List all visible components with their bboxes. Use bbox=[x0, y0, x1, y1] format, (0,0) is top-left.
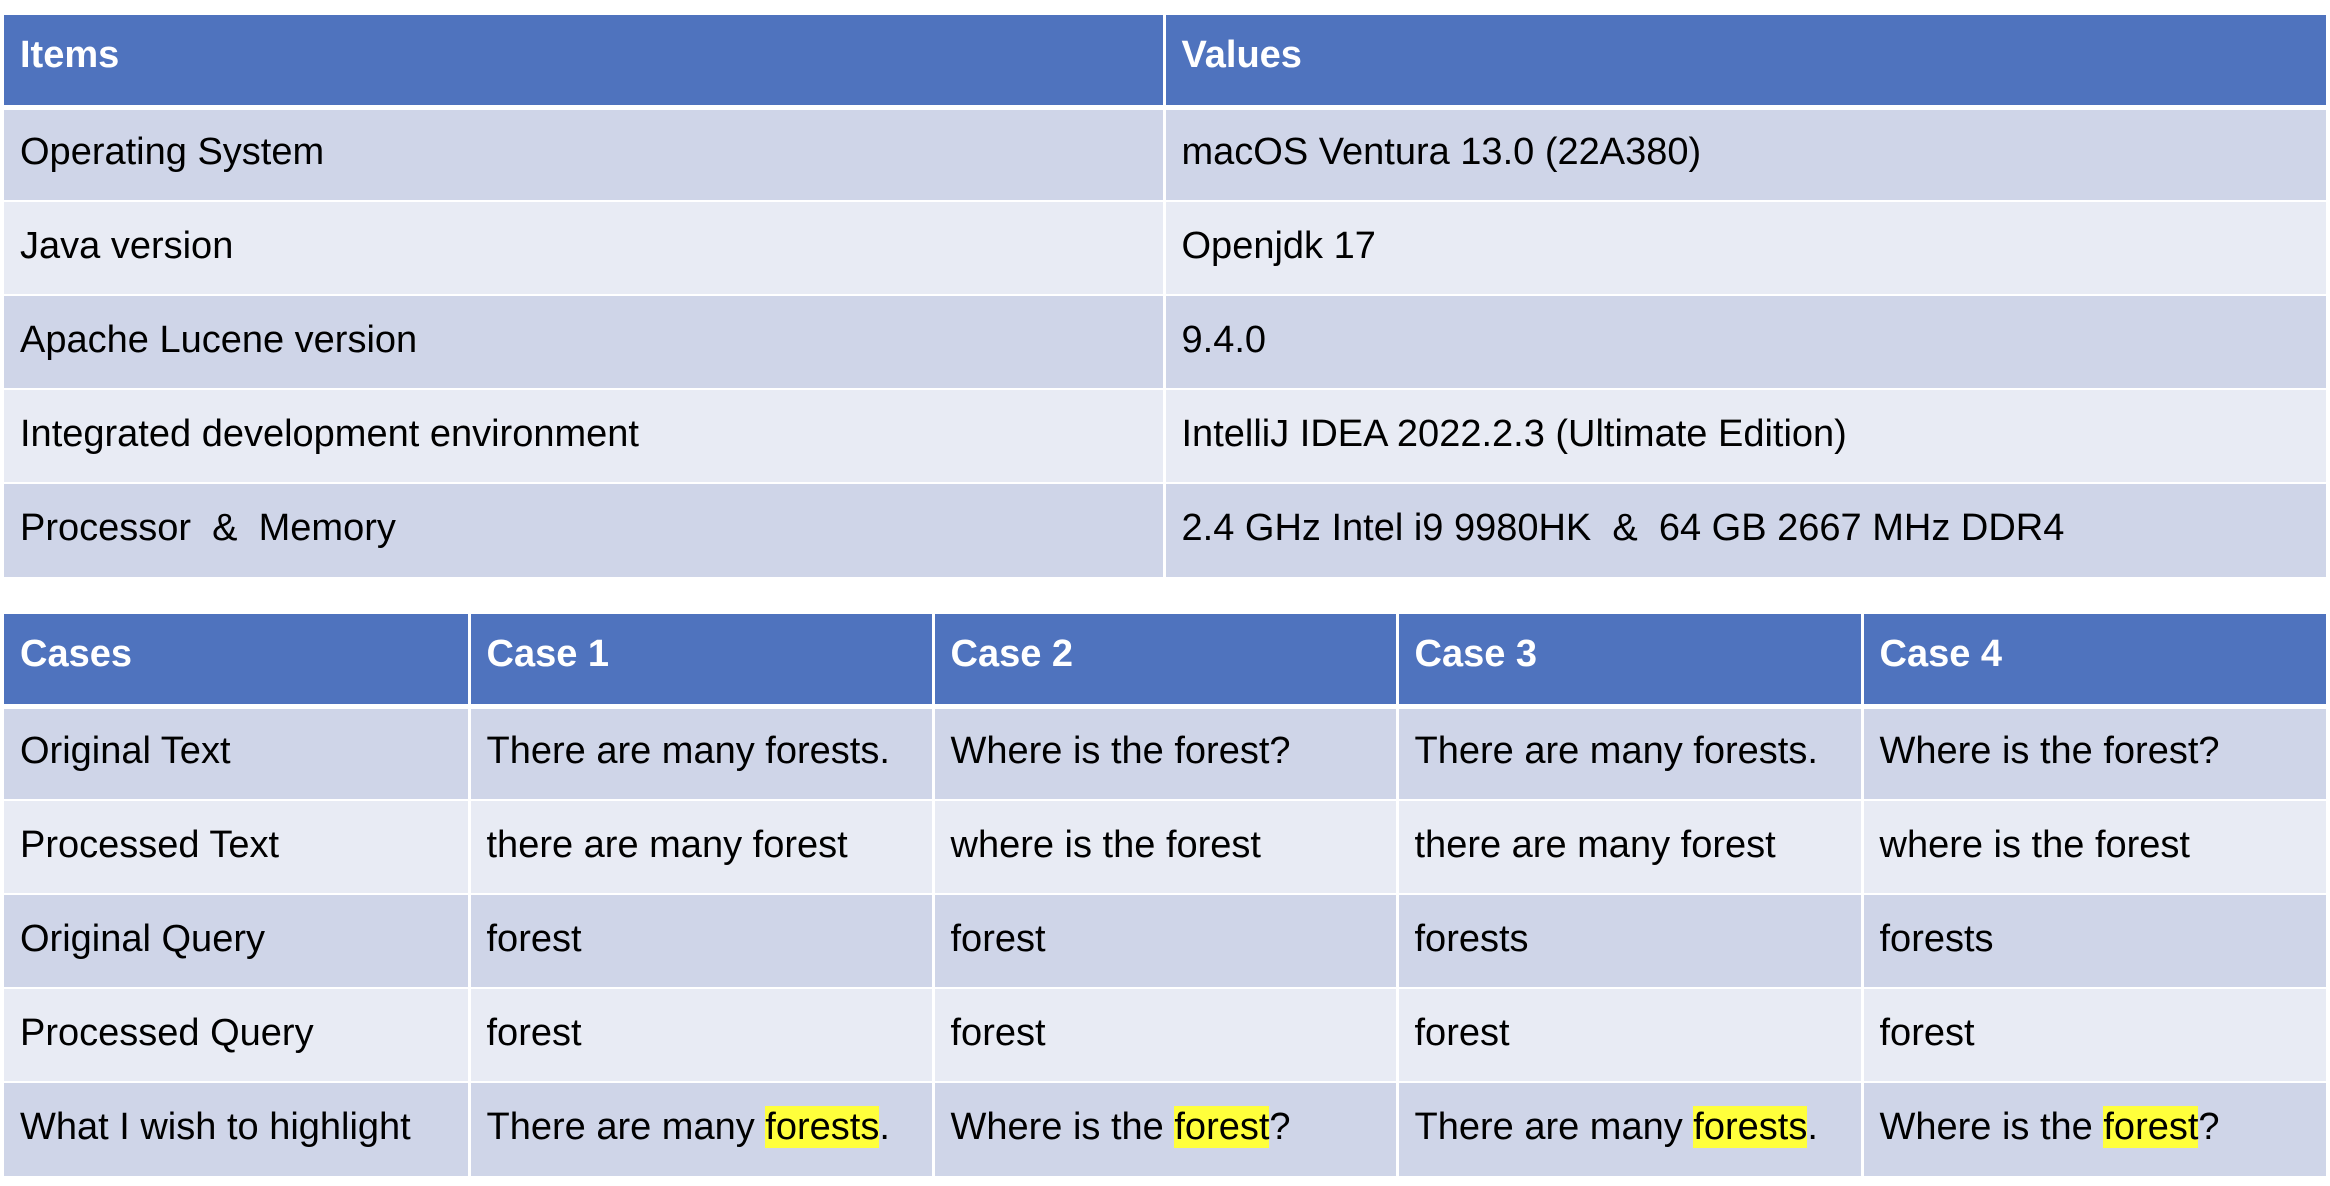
environment-table: Items Values Operating System macOS Vent… bbox=[4, 15, 2326, 577]
highlighted-word: forests bbox=[765, 1106, 880, 1148]
row-label: Original Text bbox=[4, 706, 469, 801]
table-cell: where is the forest bbox=[1860, 800, 2326, 895]
value-cell: Openjdk 17 bbox=[1162, 201, 2326, 296]
text-after: ? bbox=[2198, 1106, 2220, 1148]
table-row: Operating System macOS Ventura 13.0 (22A… bbox=[4, 107, 2326, 202]
row-label: What I wish to highlight bbox=[4, 1082, 469, 1176]
column-header-case-1: Case 1 bbox=[467, 614, 933, 709]
column-header-case-2: Case 2 bbox=[931, 614, 1397, 709]
table-row: Integrated development environment Intel… bbox=[4, 389, 2326, 484]
table-cell: forest bbox=[931, 894, 1397, 989]
table-row: Java version Openjdk 17 bbox=[4, 201, 2326, 296]
item-cell: Processor & Memory bbox=[4, 483, 1164, 577]
column-header-values: Values bbox=[1162, 15, 2326, 110]
item-cell: Integrated development environment bbox=[4, 389, 1164, 484]
column-header-cases: Cases bbox=[4, 614, 469, 709]
highlight-cell: There are many forests. bbox=[1395, 1082, 1862, 1176]
table-cell: There are many forests. bbox=[1395, 706, 1862, 801]
text-before: Where is the bbox=[950, 1106, 1175, 1148]
row-label: Original Query bbox=[4, 894, 469, 989]
text-before: Where is the bbox=[1879, 1106, 2104, 1148]
row-label: Processed Query bbox=[4, 988, 469, 1083]
highlight-cell: There are many forests. bbox=[467, 1082, 933, 1176]
table-header-row: Cases Case 1 Case 2 Case 3 Case 4 bbox=[4, 614, 2326, 709]
table-row: Original Text There are many forests. Wh… bbox=[4, 706, 2326, 801]
table-cell: forest bbox=[931, 988, 1397, 1083]
highlight-row: What I wish to highlight There are many … bbox=[4, 1082, 2326, 1176]
column-header-case-4: Case 4 bbox=[1860, 614, 2326, 709]
column-header-items: Items bbox=[4, 15, 1164, 110]
value-cell: macOS Ventura 13.0 (22A380) bbox=[1162, 107, 2326, 202]
text-after: ? bbox=[1269, 1106, 1291, 1148]
table-row: Original Query forest forest forests for… bbox=[4, 894, 2326, 989]
table-cell: where is the forest bbox=[931, 800, 1397, 895]
text-before: There are many bbox=[486, 1106, 766, 1148]
table-row: Processor & Memory 2.4 GHz Intel i9 9980… bbox=[4, 483, 2326, 577]
table-cell: there are many forest bbox=[467, 800, 933, 895]
highlighted-word: forests bbox=[1693, 1106, 1808, 1148]
highlighted-word: forest bbox=[2103, 1106, 2199, 1148]
highlight-cell: Where is the forest? bbox=[931, 1082, 1397, 1176]
text-after: . bbox=[1807, 1106, 1818, 1148]
row-label: Processed Text bbox=[4, 800, 469, 895]
table-cell: forests bbox=[1395, 894, 1862, 989]
text-before: There are many bbox=[1414, 1106, 1694, 1148]
item-cell: Java version bbox=[4, 201, 1164, 296]
table-cell: Where is the forest? bbox=[931, 706, 1397, 801]
value-cell: IntelliJ IDEA 2022.2.3 (Ultimate Edition… bbox=[1162, 389, 2326, 484]
table-cell: forests bbox=[1860, 894, 2326, 989]
highlight-cell: Where is the forest? bbox=[1860, 1082, 2326, 1176]
value-cell: 2.4 GHz Intel i9 9980HK & 64 GB 2667 MHz… bbox=[1162, 483, 2326, 577]
table-cell: There are many forests. bbox=[467, 706, 933, 801]
cases-table: Cases Case 1 Case 2 Case 3 Case 4 Origin… bbox=[4, 614, 2326, 1176]
table-cell: there are many forest bbox=[1395, 800, 1862, 895]
table-cell: forest bbox=[467, 988, 933, 1083]
table-cell: Where is the forest? bbox=[1860, 706, 2326, 801]
highlighted-word: forest bbox=[1174, 1106, 1270, 1148]
table-cell: forest bbox=[1860, 988, 2326, 1083]
table-row: Apache Lucene version 9.4.0 bbox=[4, 295, 2326, 390]
table-cell: forest bbox=[1395, 988, 1862, 1083]
column-header-case-3: Case 3 bbox=[1395, 614, 1862, 709]
table-row: Processed Text there are many forest whe… bbox=[4, 800, 2326, 895]
item-cell: Apache Lucene version bbox=[4, 295, 1164, 390]
value-cell: 9.4.0 bbox=[1162, 295, 2326, 390]
table-header-row: Items Values bbox=[4, 15, 2326, 110]
table-row: Processed Query forest forest forest for… bbox=[4, 988, 2326, 1083]
text-after: . bbox=[879, 1106, 890, 1148]
table-cell: forest bbox=[467, 894, 933, 989]
item-cell: Operating System bbox=[4, 107, 1164, 202]
